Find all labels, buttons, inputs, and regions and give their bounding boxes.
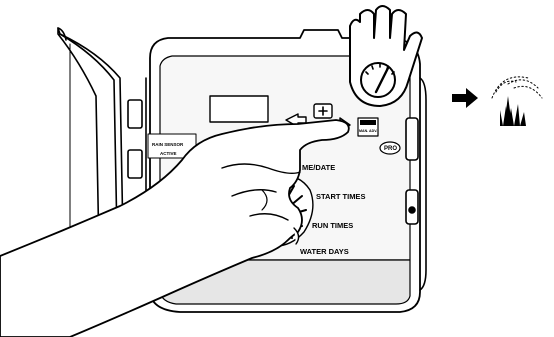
- dial-label-start-times: START TIMES: [316, 192, 365, 201]
- manual-advance-key[interactable]: MAN. ADV.: [358, 118, 378, 136]
- result-arrow-icon: [452, 88, 478, 108]
- rain-sensor-label: RAIN SENSOR: [152, 142, 184, 147]
- pro-badge: PRO: [380, 142, 400, 154]
- dial-label-water-days: WATER DAYS: [300, 247, 349, 256]
- sprinkler-icon: [492, 77, 542, 126]
- dial-label-date: ME/DATE: [302, 163, 335, 172]
- advance-key-label: MAN. ADV.: [359, 129, 377, 133]
- plus-button[interactable]: [314, 104, 332, 118]
- active-label: ACTIVE: [160, 151, 177, 156]
- lcd-display: [210, 96, 268, 122]
- pro-badge-text: PRO: [384, 146, 397, 152]
- dial-label-run-times: RUN TIMES: [312, 221, 353, 230]
